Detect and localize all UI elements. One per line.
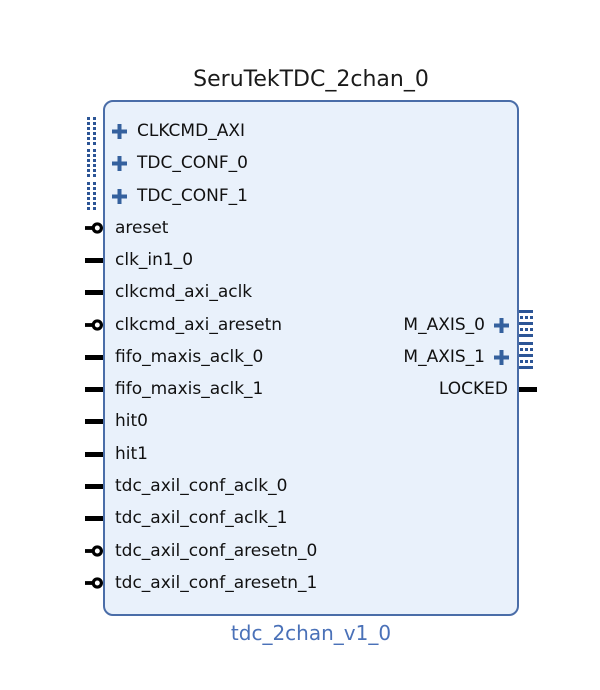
inverted-pin-icon[interactable] — [85, 576, 103, 590]
interface-pin-row: TDC_CONF_1 — [85, 180, 518, 212]
pin-connector[interactable] — [85, 276, 103, 308]
pin-label: tdc_axil_conf_aclk_0 — [115, 476, 288, 496]
pin-row: tdc_axil_conf_aclk_1 — [85, 502, 518, 534]
plus-expand-icon[interactable] — [111, 188, 128, 205]
pin-connector[interactable] — [85, 535, 103, 567]
plus-expand-icon[interactable] — [111, 155, 128, 172]
ip-instance-name: SeruTekTDC_2chan_0 — [193, 67, 429, 92]
pin-stub-icon[interactable] — [85, 515, 103, 521]
plus-expand-icon[interactable] — [493, 317, 510, 334]
pin-connector[interactable] — [85, 405, 103, 437]
pin-label: LOCKED — [438, 379, 508, 399]
inverted-pin-icon[interactable] — [85, 318, 103, 332]
plus-expand-icon[interactable] — [111, 123, 128, 140]
interface-pin-label: TDC_CONF_0 — [137, 153, 248, 173]
collapsed-interface-pin-icon[interactable] — [519, 310, 533, 340]
pin-connector[interactable] — [85, 438, 103, 470]
plus-expand-icon[interactable] — [493, 349, 510, 366]
interface-pin-label: M_AXIS_0 — [403, 315, 485, 335]
interface-pin-label: TDC_CONF_1 — [137, 186, 248, 206]
pin-label: hit1 — [115, 444, 148, 464]
pin-connector[interactable] — [85, 212, 103, 244]
pin-stub-icon[interactable] — [85, 257, 103, 263]
pin-label: tdc_axil_conf_aclk_1 — [115, 508, 288, 528]
pin-row: fifo_maxis_aclk_1 — [85, 373, 518, 405]
pin-connector[interactable] — [85, 244, 103, 276]
interface-pin-row: TDC_CONF_0 — [85, 147, 518, 179]
pin-label: clk_in1_0 — [115, 250, 194, 270]
pin-row: tdc_axil_conf_aclk_0 — [85, 470, 518, 502]
ip-type-label: tdc_2chan_v1_0 — [230, 621, 392, 645]
pin-row: LOCKED — [330, 373, 537, 405]
pin-connector[interactable] — [85, 502, 103, 534]
pin-row: hit0 — [85, 405, 518, 437]
collapsed-interface-pin-icon[interactable] — [519, 342, 533, 372]
pin-label: fifo_maxis_aclk_0 — [115, 347, 264, 367]
interface-pin-connector[interactable] — [519, 341, 537, 373]
interface-pin-connector[interactable] — [519, 309, 537, 341]
interface-pin-connector[interactable] — [85, 147, 103, 179]
interface-pin-label: M_AXIS_1 — [403, 347, 485, 367]
interface-pin-row: M_AXIS_0 — [330, 309, 537, 341]
pin-label: tdc_axil_conf_aresetn_1 — [115, 573, 318, 593]
ip-block-body[interactable] — [103, 100, 519, 616]
interface-pin-label: CLKCMD_AXI — [137, 121, 245, 141]
pin-stub-icon[interactable] — [85, 483, 103, 489]
pin-connector[interactable] — [85, 341, 103, 373]
inverted-pin-icon[interactable] — [85, 544, 103, 558]
collapsed-interface-pin-icon[interactable] — [85, 149, 98, 177]
pin-row: clkcmd_axi_aresetn — [85, 309, 518, 341]
pin-stub-icon[interactable] — [85, 354, 103, 360]
pin-label: clkcmd_axi_aresetn — [115, 315, 283, 335]
pin-stub-icon[interactable] — [85, 451, 103, 457]
pin-connector[interactable] — [85, 470, 103, 502]
pin-row: tdc_axil_conf_aresetn_1 — [85, 567, 518, 599]
pin-label: areset — [115, 218, 169, 238]
pin-label: fifo_maxis_aclk_1 — [115, 379, 264, 399]
pin-stub-icon[interactable] — [85, 289, 103, 295]
pin-stub-icon[interactable] — [85, 418, 103, 424]
interface-pin-connector[interactable] — [85, 180, 103, 212]
interface-pin-connector[interactable] — [85, 115, 103, 147]
pin-label: clkcmd_axi_aclk — [115, 282, 253, 302]
pin-connector[interactable] — [85, 373, 103, 405]
pin-stub-icon[interactable] — [85, 386, 103, 392]
pin-row: hit1 — [85, 438, 518, 470]
pin-row: areset — [85, 212, 518, 244]
interface-pin-row: M_AXIS_1 — [330, 341, 537, 373]
pin-row: clk_in1_0 — [85, 244, 518, 276]
interface-pin-row: CLKCMD_AXI — [85, 115, 518, 147]
pin-row: tdc_axil_conf_aresetn_0 — [85, 535, 518, 567]
collapsed-interface-pin-icon[interactable] — [85, 117, 98, 145]
collapsed-interface-pin-icon[interactable] — [85, 182, 98, 210]
inverted-pin-icon[interactable] — [85, 221, 103, 235]
pin-row: clkcmd_axi_aclk — [85, 276, 518, 308]
pin-connector[interactable] — [85, 567, 103, 599]
pin-row: fifo_maxis_aclk_0 — [85, 341, 518, 373]
pin-connector[interactable] — [85, 309, 103, 341]
pin-stub-icon[interactable] — [519, 386, 537, 392]
pin-label: hit0 — [115, 411, 148, 431]
pin-connector[interactable] — [519, 373, 537, 405]
pin-label: tdc_axil_conf_aresetn_0 — [115, 541, 318, 561]
